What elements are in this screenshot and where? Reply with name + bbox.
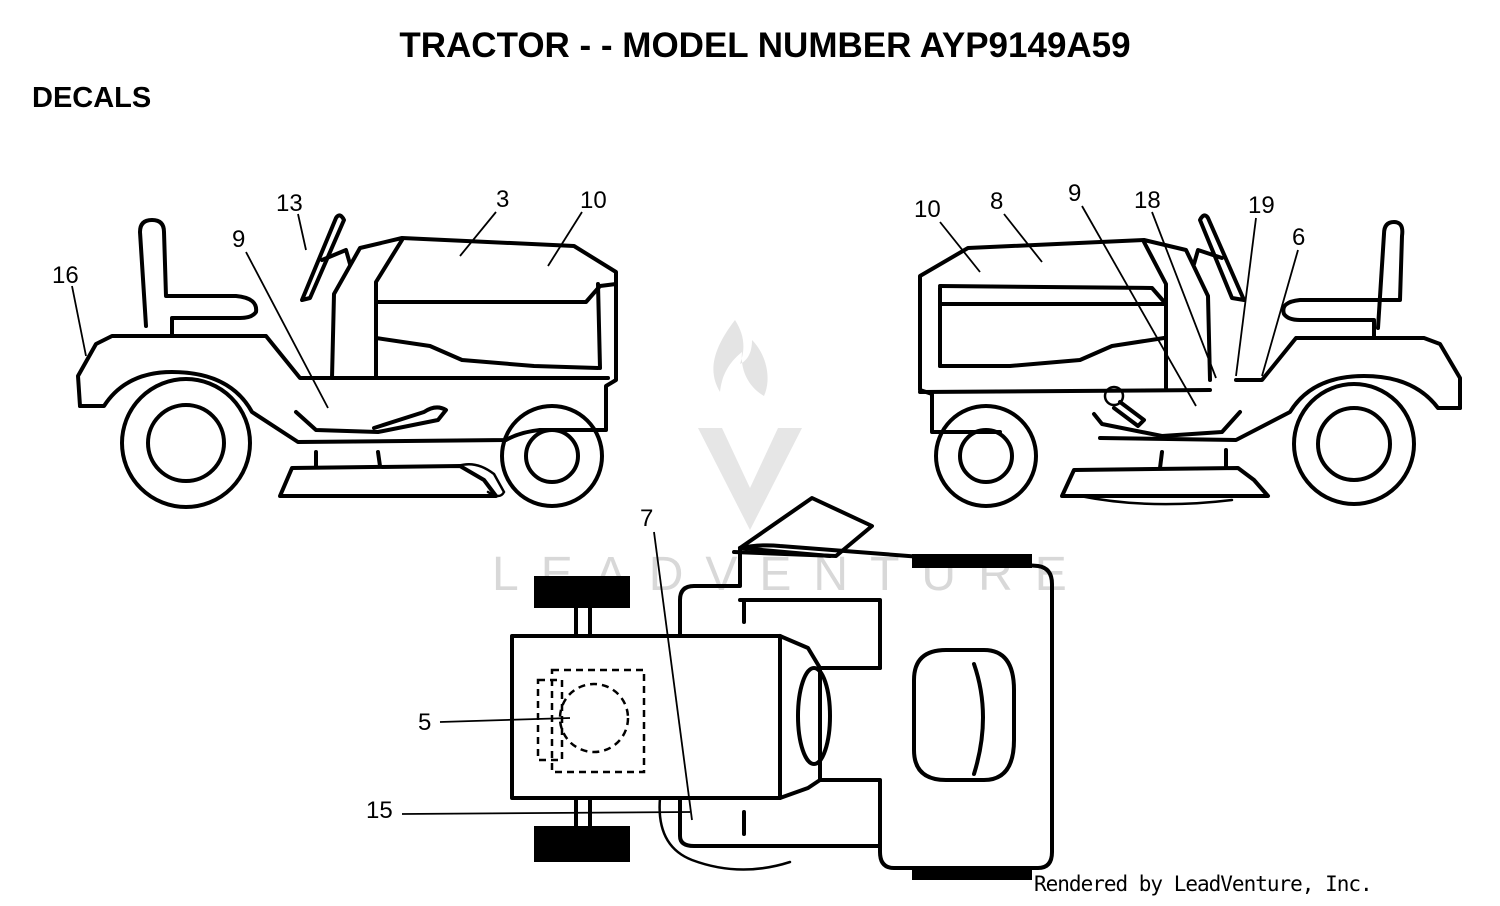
callout-9: 9 xyxy=(232,226,245,253)
callout-15: 15 xyxy=(366,797,393,824)
callout-8: 8 xyxy=(990,188,1003,215)
callout-6: 6 xyxy=(1292,224,1305,251)
tractor-left-side-view: 16 13 9 3 10 xyxy=(52,186,618,509)
section-label: DECALS xyxy=(32,82,152,114)
callout-9-right: 9 xyxy=(1068,180,1081,207)
tractor-right-side-view: 10 8 9 18 19 6 xyxy=(914,180,1462,508)
callout-7: 7 xyxy=(640,505,653,532)
page-title: TRACTOR - - MODEL NUMBER AYP9149A59 xyxy=(399,26,1131,65)
callout-19: 19 xyxy=(1248,192,1275,219)
callout-18: 18 xyxy=(1134,187,1161,214)
render-credit: Rendered by LeadVenture, Inc. xyxy=(1034,872,1373,896)
tractor-top-view: 7 5 15 xyxy=(366,496,1054,880)
callout-3: 3 xyxy=(496,186,509,213)
callout-10: 10 xyxy=(580,187,607,214)
callout-16: 16 xyxy=(52,262,79,289)
callout-10-right: 10 xyxy=(914,196,941,223)
callout-5: 5 xyxy=(418,709,431,736)
callout-13: 13 xyxy=(276,190,303,217)
